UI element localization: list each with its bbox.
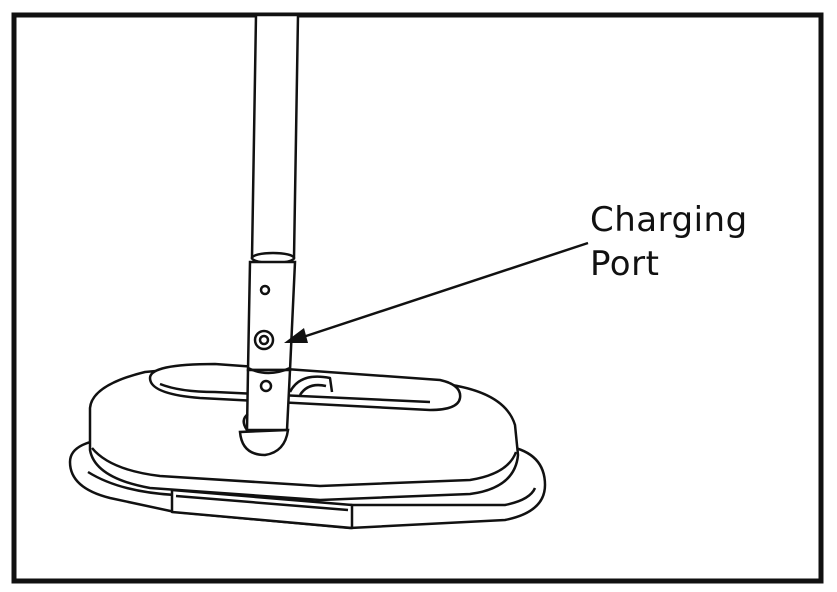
charging-port-label: Charging Port (590, 198, 748, 286)
callout-line-2: Port (590, 244, 660, 284)
callout-line-1: Charging (590, 200, 748, 240)
mop-head (88, 362, 520, 502)
charging-port-icon (253, 329, 275, 351)
arrow-icon (284, 241, 589, 343)
mop-handle (238, 13, 300, 457)
diagram-frame (11, 12, 824, 584)
